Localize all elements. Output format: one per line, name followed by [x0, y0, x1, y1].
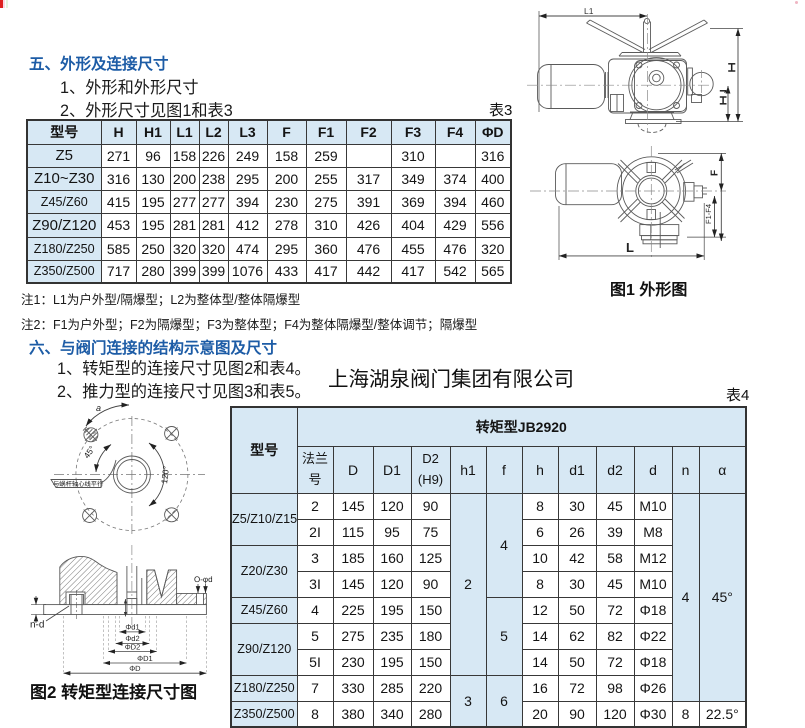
svg-text:图1 外形图: 图1 外形图: [610, 281, 687, 299]
svg-text:Φd2: Φd2: [125, 634, 139, 643]
svg-text:F: F: [710, 170, 721, 176]
svg-text:与蜗杆轴心线平行: 与蜗杆轴心线平行: [53, 480, 104, 488]
svg-text:Φd1: Φd1: [125, 623, 139, 632]
svg-text:图2 转矩型连接尺寸图: 图2 转矩型连接尺寸图: [30, 683, 197, 702]
svg-text:L: L: [626, 240, 634, 255]
svg-text:a: a: [96, 403, 101, 413]
svg-text:F1-F4: F1-F4: [704, 204, 713, 224]
svg-text:n-d: n-d: [30, 620, 44, 631]
svg-text:ΦD2: ΦD2: [125, 642, 141, 651]
svg-text:ΦD: ΦD: [129, 664, 141, 673]
svg-text:120°: 120°: [159, 466, 171, 485]
svg-text:L1: L1: [584, 6, 594, 16]
svg-text:O-φd: O-φd: [194, 575, 213, 584]
svg-text:45°: 45°: [81, 444, 97, 460]
svg-text:ΦD1: ΦD1: [137, 654, 153, 663]
